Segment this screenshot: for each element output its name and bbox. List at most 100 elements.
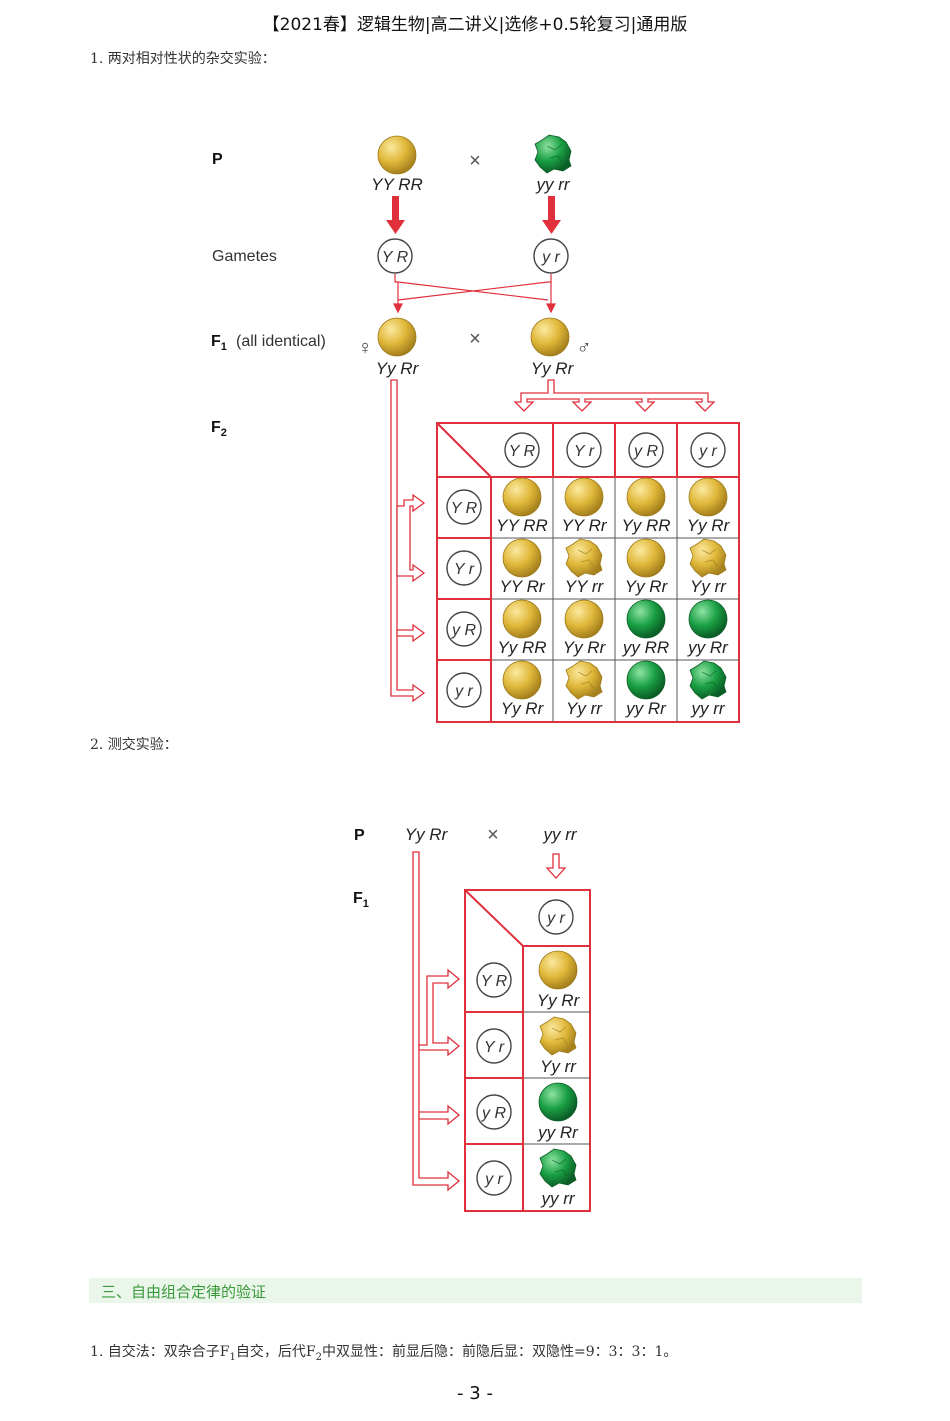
offspring-genotype: YY Rr <box>561 516 607 535</box>
tc-f1-label: F1 <box>353 890 369 910</box>
offspring-genotype: yy rr <box>690 699 725 718</box>
gamete-label: Y R <box>451 500 478 517</box>
gamete-label: y R <box>633 443 658 460</box>
f2-label: F2 <box>211 419 227 439</box>
gamete-circle <box>446 611 482 647</box>
gamete-label: Y r <box>484 1039 505 1056</box>
yellow-wrinkled-seed-icon <box>565 538 603 578</box>
offspring-genotype: Yy Rr <box>563 638 607 657</box>
arrow-down-icon <box>542 196 561 234</box>
p2-gamete: y r <box>541 249 560 266</box>
f1-label: F1 <box>211 333 227 353</box>
gametes-label: Gametes <box>212 248 277 265</box>
cross-symbol: × <box>469 150 481 172</box>
offspring-genotype: Yy RR <box>621 516 670 535</box>
tc-p2-genotype: yy rr <box>542 825 577 844</box>
yellow-round-seed-icon <box>377 317 417 357</box>
fertilization-lines <box>393 274 556 314</box>
f1-note: (all identical) <box>236 333 326 350</box>
offspring-genotype: yy Rr <box>537 1123 579 1142</box>
cross-symbol: × <box>469 328 481 350</box>
yellow-round-seed-icon <box>502 477 542 517</box>
page-number: - 3 - <box>457 1383 493 1404</box>
p1-genotype: YY RR <box>371 175 423 194</box>
offspring-genotype: YY rr <box>565 577 605 596</box>
item-3-text: 1. 自交法：双杂合子F1自交，后代F2中双显性：前显后隐：前隐后显：双隐性=9… <box>90 1344 678 1363</box>
section-heading-bar: 三、自由组合定律的验证 <box>89 1278 862 1303</box>
gamete-circle <box>446 672 482 708</box>
yellow-round-seed-icon <box>502 660 542 700</box>
offspring-genotype: Yy Rr <box>625 577 669 596</box>
yellow-round-seed-icon <box>502 538 542 578</box>
f1-genotype-male: Yy Rr <box>531 359 575 378</box>
green-wrinkled-seed-icon <box>689 660 727 700</box>
gamete-circle <box>446 489 482 525</box>
gamete-circle <box>377 238 413 274</box>
yellow-wrinkled-seed-icon <box>565 660 603 700</box>
p2-genotype: yy rr <box>535 175 570 194</box>
offspring-genotype: YY Rr <box>499 577 545 596</box>
gamete-label: y R <box>481 1105 506 1122</box>
p1-gamete: Y R <box>382 249 409 266</box>
cross-symbol: × <box>487 824 499 846</box>
green-wrinkled-seed-icon <box>534 134 572 174</box>
yellow-round-seed-icon <box>564 599 604 639</box>
gamete-circle <box>690 432 726 468</box>
yellow-round-seed-icon <box>564 477 604 517</box>
tc-male-arrow-icon <box>545 853 567 879</box>
offspring-genotype: Yy Rr <box>687 516 731 535</box>
offspring-genotype: Yy rr <box>540 1057 577 1076</box>
tc-p-label: P <box>354 827 365 844</box>
yellow-round-seed-icon <box>626 477 666 517</box>
gamete-circle <box>628 432 664 468</box>
gamete-circle <box>504 432 540 468</box>
offspring-genotype: YY RR <box>496 516 548 535</box>
offspring-genotype: Yy Rr <box>501 699 545 718</box>
yellow-round-seed-icon <box>688 477 728 517</box>
item-1-title: 1. 两对相对性状的杂交实验： <box>90 51 276 67</box>
yellow-wrinkled-seed-icon <box>539 1016 577 1056</box>
yellow-round-seed-icon <box>377 135 417 175</box>
yellow-round-seed-icon <box>538 950 578 990</box>
yellow-round-seed-icon <box>530 317 570 357</box>
gamete-circle <box>533 238 569 274</box>
green-round-seed-icon <box>626 599 666 639</box>
gamete-label: y r <box>546 910 565 927</box>
yellow-round-seed-icon <box>502 599 542 639</box>
male-icon: ♂ <box>577 337 592 359</box>
gamete-label: Y r <box>454 561 475 578</box>
gamete-label: y r <box>454 683 473 700</box>
green-round-seed-icon <box>626 660 666 700</box>
offspring-genotype: Yy rr <box>690 577 727 596</box>
offspring-genotype: yy Rr <box>625 699 667 718</box>
gamete-circle <box>476 1094 512 1130</box>
green-round-seed-icon <box>688 599 728 639</box>
gamete-circle <box>476 1028 512 1064</box>
female-icon: ♀ <box>358 337 373 359</box>
p-label: P <box>212 151 223 168</box>
yellow-round-seed-icon <box>626 538 666 578</box>
arrow-down-icon <box>386 196 405 234</box>
gamete-circle <box>446 550 482 586</box>
gamete-circle <box>538 899 574 935</box>
gamete-circle <box>566 432 602 468</box>
testcross-square: y rY RYy RrY rYy rry Ryy Rry ryy rr <box>464 889 591 1212</box>
offspring-genotype: Yy Rr <box>537 991 581 1010</box>
green-round-seed-icon <box>538 1082 578 1122</box>
offspring-genotype: Yy rr <box>566 699 603 718</box>
page-header: 【2021春】逻辑生物|高二讲义|选修+0.5轮复习|通用版 <box>262 15 688 35</box>
item-2-title: 2. 测交实验： <box>90 737 178 753</box>
gamete-circle <box>476 962 512 998</box>
male-gamete-arrows <box>513 379 716 412</box>
f1-genotype-female: Yy Rr <box>376 359 420 378</box>
gamete-label: y R <box>451 622 476 639</box>
section-heading: 三、自由组合定律的验证 <box>101 1283 267 1301</box>
offspring-genotype: yy RR <box>622 638 669 657</box>
offspring-genotype: Yy RR <box>497 638 546 657</box>
gamete-label: y r <box>698 443 717 460</box>
gamete-label: Y r <box>574 443 595 460</box>
yellow-wrinkled-seed-icon <box>689 538 727 578</box>
gamete-circle <box>476 1160 512 1196</box>
tc-female-gamete-arrows <box>412 851 461 1192</box>
